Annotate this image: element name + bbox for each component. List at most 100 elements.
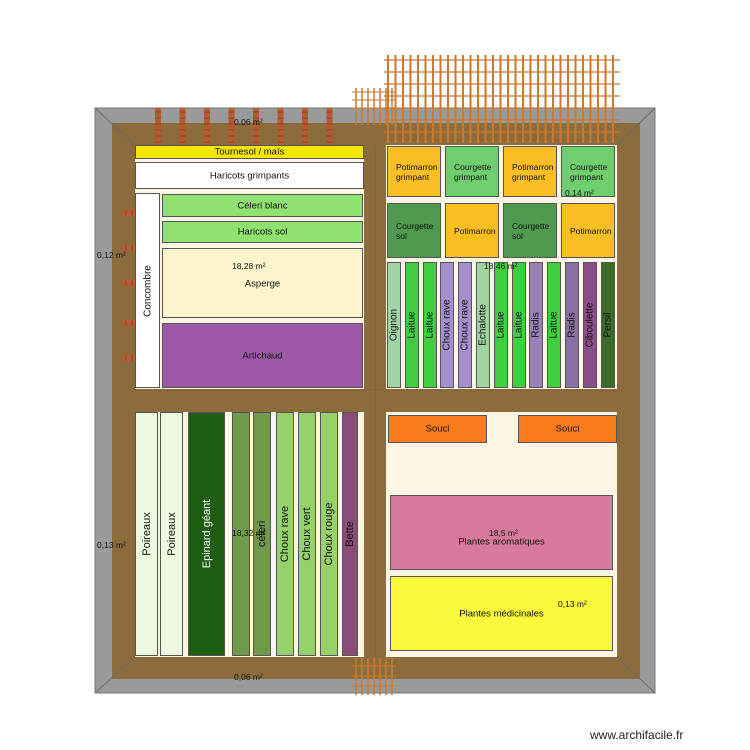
bed-plantes-medicinales-label: Plantes médicinales	[459, 608, 544, 619]
bed-courgette-sol[interactable]: Courgette sol	[503, 203, 557, 258]
bed-label: Potimarron	[454, 225, 496, 236]
bed-epinard-géant[interactable]: Epinard géant	[188, 412, 225, 656]
bed-label: Radis	[530, 312, 542, 338]
brick-post	[155, 108, 161, 160]
bed-plantes-aromatiques[interactable]: Plantes aromatiques	[390, 495, 613, 570]
bed-laitue[interactable]: Laitue	[404, 262, 419, 388]
bed-souci-right-label: Souci	[555, 423, 580, 435]
bed-label: Potimarron grimpant	[396, 161, 438, 182]
brick-post	[204, 108, 210, 160]
bed-label: Choux vert	[301, 507, 313, 561]
bed-potimarron-grimpant[interactable]: Potimarron grimpant	[503, 146, 557, 197]
q4-area-label: 18,5 m²	[489, 528, 518, 538]
bed-oignon[interactable]: Oignon	[387, 262, 401, 388]
bed-poireaux[interactable]: Poireaux	[135, 412, 158, 656]
bed-unlabeled[interactable]	[232, 412, 250, 656]
bed-tournesol[interactable]: Tournesol / maïs	[135, 145, 364, 159]
brick-post	[302, 108, 308, 160]
bed-concombre[interactable]: Concombre	[135, 193, 160, 388]
brick-post	[326, 108, 333, 160]
brick-post	[253, 108, 259, 160]
bed-celeri-blanc[interactable]: Céleri blanc	[162, 194, 363, 217]
bed-label: Laitue	[548, 311, 560, 339]
bed-concombre-label: Concombre	[142, 264, 153, 317]
bed-courgette-sol[interactable]: Courgette sol	[387, 203, 441, 258]
left-wall-upper-area-label: 0,12 m²	[97, 250, 126, 260]
bed-choux-rave[interactable]: Choux rave	[440, 262, 455, 388]
bed-label: Ciboulette	[584, 302, 596, 348]
bed-artichaud-label: Artichaud	[242, 350, 283, 361]
bed-laitue[interactable]: Laitue	[511, 262, 526, 388]
bed-label: Choux rave	[279, 505, 291, 563]
top-wall-area-label: 0,06 m²	[234, 117, 263, 127]
q1-area-label: 18,28 m²	[232, 261, 266, 271]
q3-area-label: 18,32 m²	[232, 528, 266, 538]
bed-label: Choux rave	[441, 299, 453, 351]
bed-label: Courgette sol	[396, 220, 434, 241]
bed-label: Echalotte	[477, 304, 489, 346]
bed-label: Choux rouge	[323, 502, 335, 566]
bed-tournesol-label: Tournesol / maïs	[214, 146, 285, 158]
bed-label: Potimarron grimpant	[512, 161, 554, 182]
bed-plantes-aromatiques-label: Plantes aromatiques	[458, 536, 545, 548]
bed-bette[interactable]: Bette	[342, 412, 358, 656]
bed-celeri-blanc-label: Céleri blanc	[237, 200, 288, 211]
bed-haricots-sol-label: Haricots sol	[237, 226, 288, 238]
bed-choux-rave[interactable]: Choux rave	[276, 412, 294, 656]
bed-label: Laitue	[424, 311, 436, 339]
bed-choux-rave[interactable]: Choux rave	[458, 262, 473, 388]
brick-post	[179, 108, 186, 160]
bed-courgette-grimpant[interactable]: Courgette grimpant	[561, 146, 615, 197]
bed-plantes-medicinales[interactable]: Plantes médicinales	[390, 576, 613, 651]
bed-potimarron[interactable]: Potimarron	[445, 203, 499, 258]
bed-label: Bette	[344, 521, 356, 547]
bed-label: Courgette grimpant	[570, 161, 608, 182]
bed-haricots-sol[interactable]: Haricots sol	[162, 221, 363, 243]
brick-post	[277, 108, 284, 160]
bed-asperge[interactable]: Asperge	[162, 248, 363, 318]
bed-laitue[interactable]: Laitue	[493, 262, 508, 388]
bed-choux-rouge[interactable]: Choux rouge	[320, 412, 338, 656]
q4-small-area-label: 0,13 m²	[558, 599, 587, 609]
bed-céleri[interactable]: céleri	[253, 412, 271, 656]
bed-label: Persil	[602, 312, 614, 338]
q2-small-area-label: 0,14 m²	[565, 188, 594, 198]
bed-choux-vert[interactable]: Choux vert	[298, 412, 316, 656]
bed-label: Radis	[566, 312, 578, 338]
bed-echalotte[interactable]: Echalotte	[476, 262, 490, 388]
bed-asperge-label: Asperge	[244, 278, 281, 290]
bed-label: Potimarron	[570, 225, 612, 236]
left-wall-lower-area-label: 0,13 m²	[97, 540, 126, 550]
bed-potimarron-grimpant[interactable]: Potimarron grimpant	[387, 146, 441, 197]
bed-radis[interactable]: Radis	[529, 262, 544, 388]
bed-label: Epinard géant	[200, 499, 213, 569]
bed-label: Laitue	[513, 311, 525, 339]
bed-label: Courgette sol	[512, 220, 550, 241]
bed-radis[interactable]: Radis	[565, 262, 579, 388]
bed-label: Choux rave	[459, 299, 471, 351]
bed-haricots-grimpants[interactable]: Haricots grimpants	[135, 162, 364, 189]
bed-souci-left-label: Souci	[425, 423, 450, 435]
bed-label: Courgette grimpant	[454, 161, 492, 182]
brick-post	[228, 108, 235, 160]
bed-label: Laitue	[406, 311, 418, 339]
bed-potimarron[interactable]: Potimarron	[561, 203, 615, 258]
bed-souci-left[interactable]: Souci	[388, 415, 487, 443]
bed-souci-right[interactable]: Souci	[518, 415, 617, 443]
bed-artichaud[interactable]: Artichaud	[162, 323, 363, 388]
bed-courgette-grimpant[interactable]: Courgette grimpant	[445, 146, 499, 197]
bed-label: Poireaux	[140, 512, 153, 556]
bed-ciboulette[interactable]: Ciboulette	[582, 262, 597, 388]
bottom-wall-area-label: 0,06 m²	[234, 672, 263, 682]
bed-haricots-grimpants-label: Haricots grimpants	[209, 170, 290, 181]
bed-label: Oignon	[388, 308, 400, 342]
bed-laitue[interactable]: Laitue	[422, 262, 437, 388]
bed-laitue[interactable]: Laitue	[547, 262, 562, 388]
bed-label: Laitue	[495, 311, 507, 339]
watermark: www.archifacile.fr	[590, 728, 684, 742]
bed-poireaux[interactable]: Poireaux	[160, 412, 183, 656]
bed-persil[interactable]: Persil	[600, 262, 615, 388]
bed-label: Poireaux	[165, 512, 178, 556]
